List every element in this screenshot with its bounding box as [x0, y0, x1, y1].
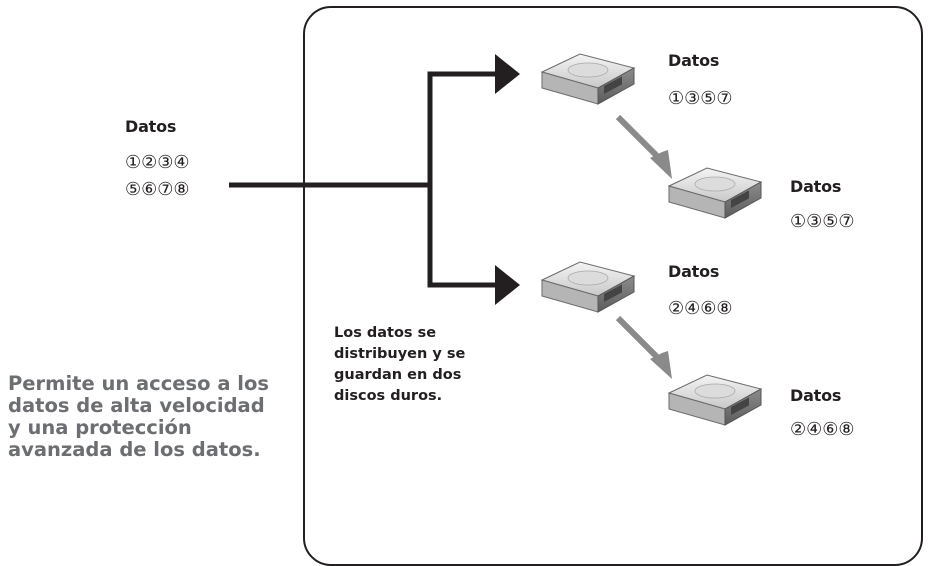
flow-arrows: [229, 54, 672, 379]
disk-4-label: Datos: [790, 386, 842, 405]
arrow-down-right-icon: [650, 351, 672, 379]
disk-3-seq: ②④⑥⑧: [668, 298, 733, 319]
disk-1-seq: ①③⑤⑦: [668, 88, 733, 109]
hard-disk-icon: [540, 50, 636, 108]
disk-1-label: Datos: [668, 51, 720, 70]
source-seq-1: ①②③④: [125, 152, 190, 173]
source-label: Datos: [125, 117, 177, 136]
arrow-right-icon: [495, 54, 520, 94]
arrow-right-icon: [495, 265, 520, 305]
disk-4-seq: ②④⑥⑧: [790, 419, 855, 440]
disk-3-label: Datos: [668, 262, 720, 281]
distribution-note: Los datos se distribuyen y se guardan en…: [334, 325, 466, 404]
split-connector: [229, 71, 498, 288]
hard-disk-icon: [667, 371, 763, 429]
arrow-down-right-icon: [650, 150, 672, 179]
hard-disk-icon: [667, 164, 763, 222]
mirror-arrow-2: [615, 315, 672, 379]
benefit-caption: Permite un acceso a los datos de alta ve…: [8, 372, 269, 461]
mirror-arrow-1: [615, 114, 672, 179]
hard-disk-icon: [540, 258, 636, 316]
disk-2-seq: ①③⑤⑦: [790, 211, 855, 232]
source-seq-2: ⑤⑥⑦⑧: [125, 179, 190, 200]
disk-2-label: Datos: [790, 177, 842, 196]
